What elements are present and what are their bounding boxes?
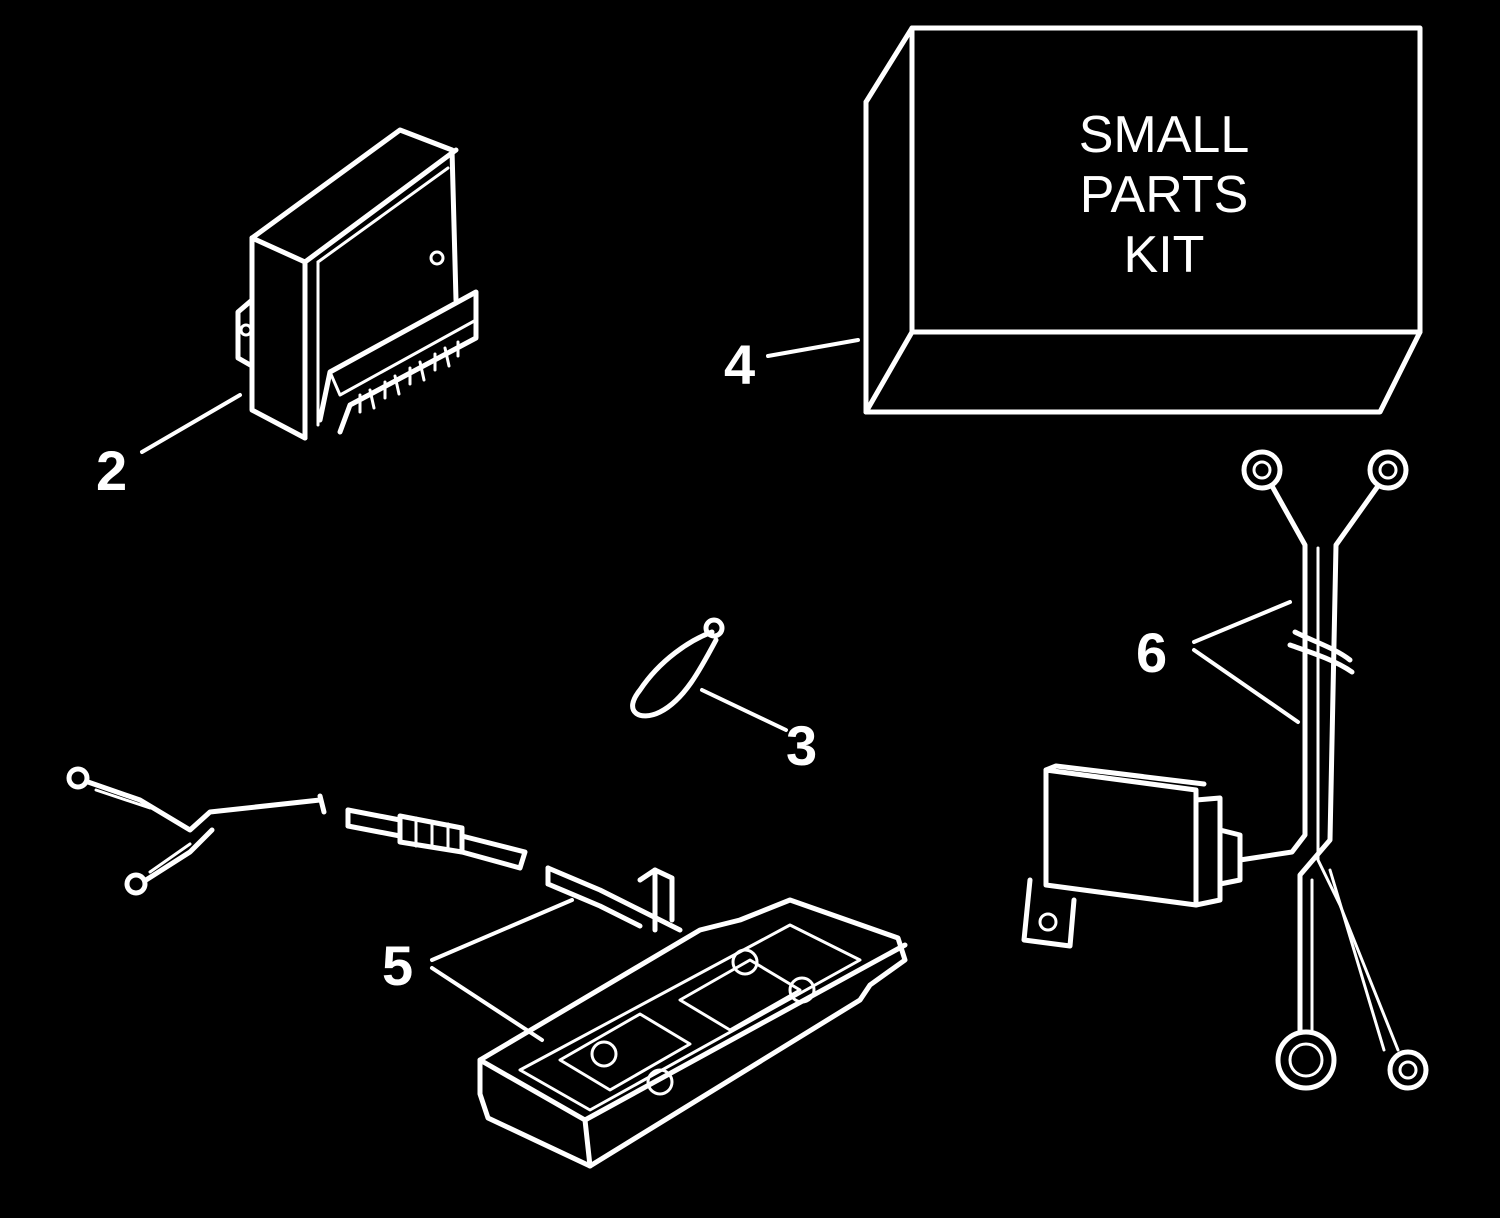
- callout-2: 2: [96, 439, 127, 502]
- leader-line-6b: [1192, 648, 1300, 724]
- leader-line-3: [700, 688, 788, 732]
- box-label-line-2: PARTS: [1080, 166, 1249, 224]
- parts-box-icon: SMALL PARTS KIT: [863, 25, 1423, 415]
- leader-line-2: [140, 393, 242, 454]
- callout-6: 6: [1136, 621, 1167, 684]
- cable-tie-icon: [630, 617, 725, 719]
- callout-5: 5: [382, 934, 413, 997]
- leader-line-6a: [1192, 600, 1292, 644]
- callout-4: 4: [724, 333, 755, 396]
- callout-3: 3: [786, 714, 817, 777]
- box-label-line-1: SMALL: [1079, 106, 1250, 164]
- stator-plate-harness-icon: [66, 766, 908, 1169]
- rectifier-module-icon: [235, 127, 479, 441]
- leader-line-5b: [430, 966, 544, 1042]
- leader-line-5a: [430, 898, 574, 962]
- coil-harness-icon: [1021, 449, 1429, 1091]
- leader-line-4: [766, 338, 860, 358]
- box-label-line-3: KIT: [1124, 226, 1205, 284]
